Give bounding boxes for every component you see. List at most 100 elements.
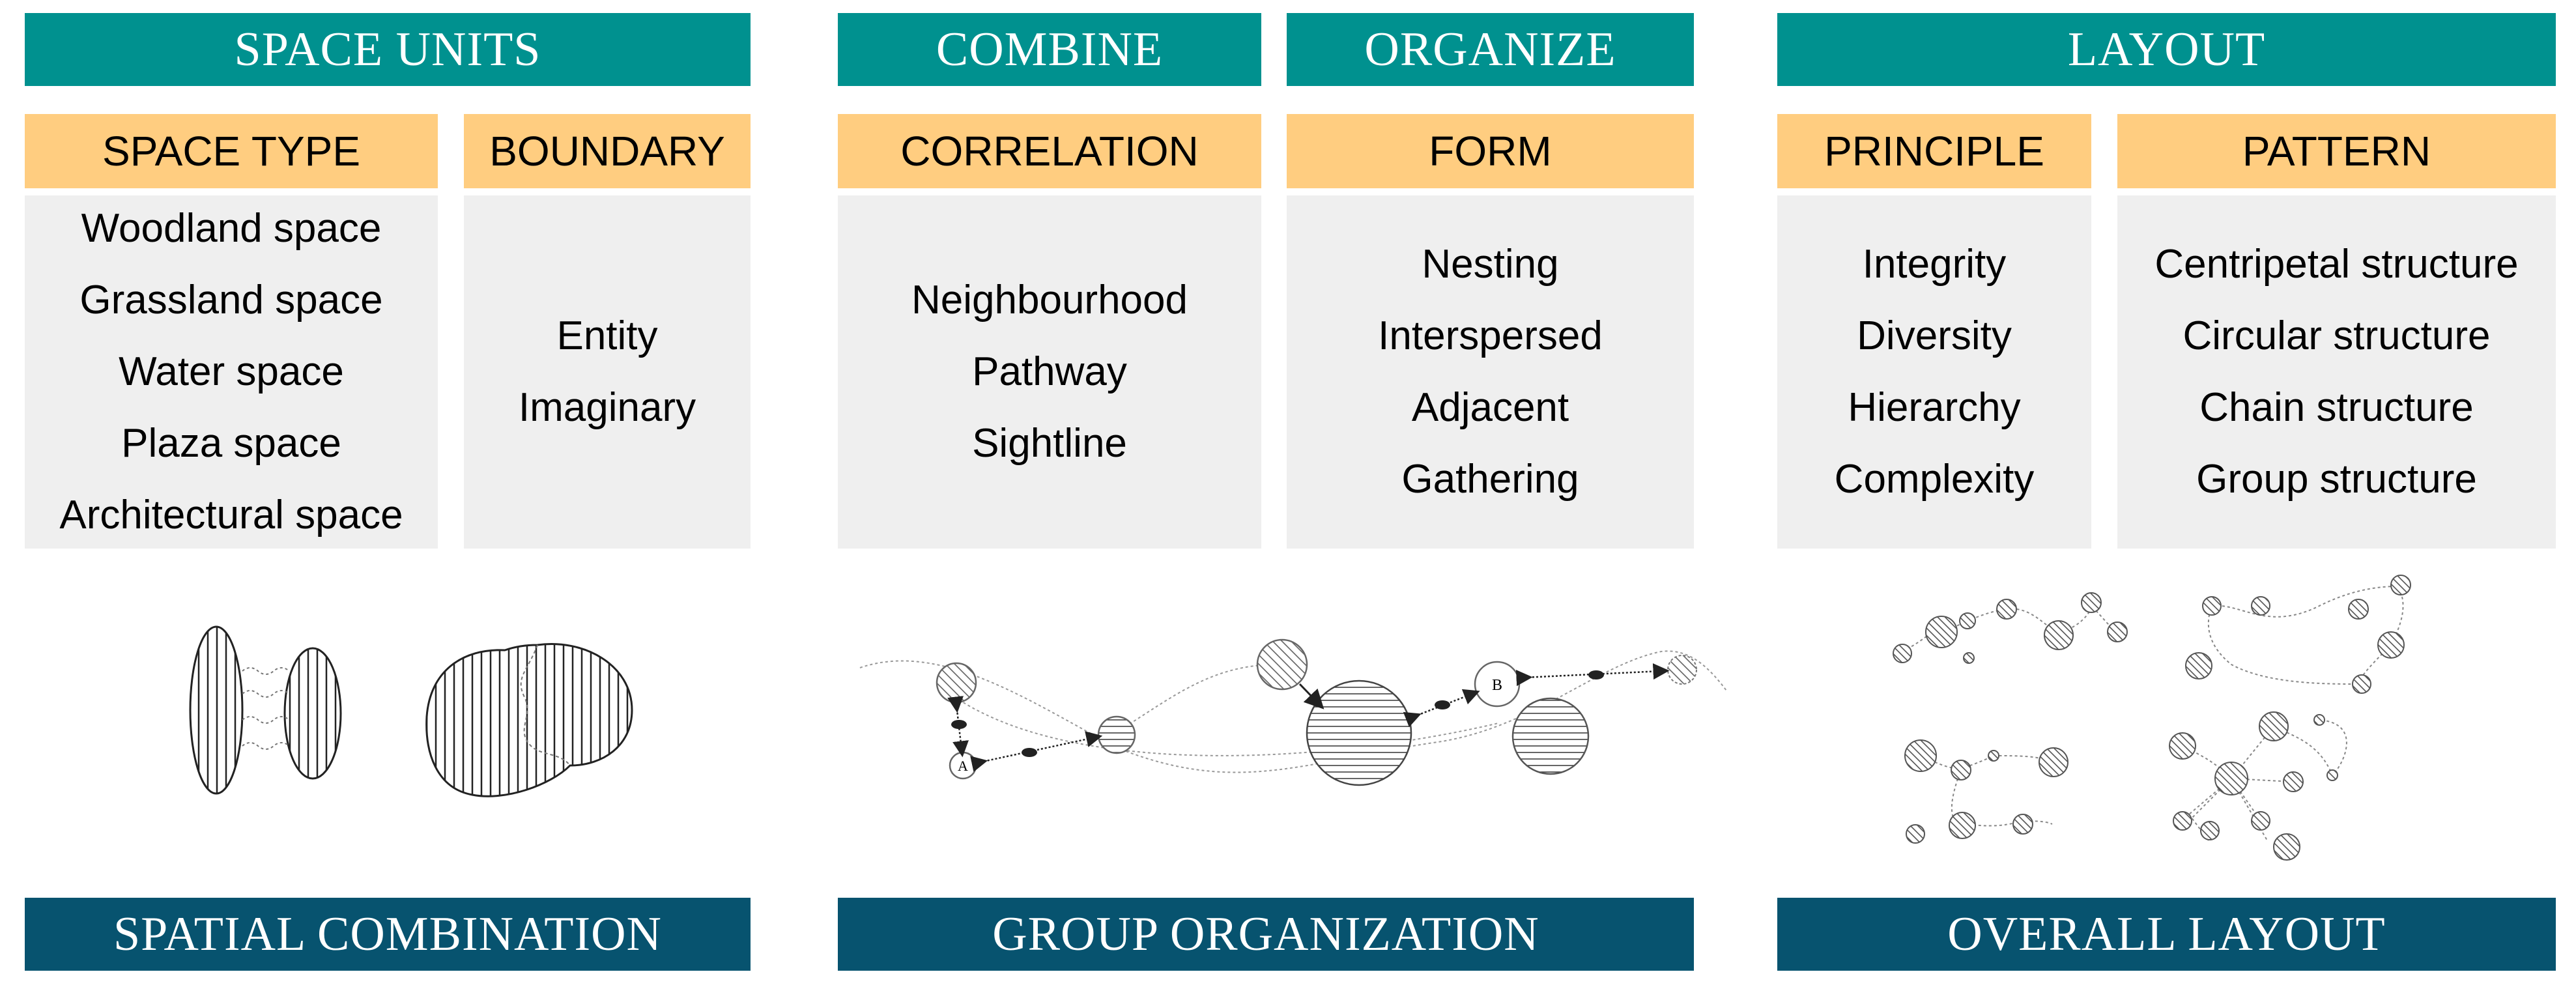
list-item: Adjacent: [1411, 385, 1569, 430]
sightline: [1515, 663, 1670, 687]
sightline: [970, 731, 1103, 772]
imaginary-link: [242, 667, 290, 750]
space-node: [2313, 714, 2325, 726]
list-item: Grassland space: [79, 278, 383, 322]
space-node: [1904, 739, 1937, 772]
list-item: Group structure: [2196, 457, 2477, 502]
space-node: [2039, 747, 2068, 777]
subheader-pattern: PATTERN: [2117, 114, 2556, 188]
space-node: [2200, 821, 2220, 840]
list-item: Imaginary: [518, 385, 696, 430]
space-node: [2173, 811, 2192, 831]
list-item: Gathering: [1401, 457, 1579, 502]
space-node: [2081, 592, 2102, 613]
subheader-principle: PRINCIPLE: [1777, 114, 2091, 188]
list-item: Plaza space: [121, 421, 341, 466]
space-node: [936, 662, 977, 704]
space-node: [1925, 616, 1958, 648]
list-item: Hierarchy: [1848, 385, 2021, 430]
list-item: Nesting: [1422, 242, 1559, 287]
space-node: [1306, 679, 1412, 786]
list-principle: Integrity Diversity Hierarchy Complexity: [1777, 195, 2091, 549]
group-pattern: [1904, 739, 2068, 844]
space-node: [2326, 769, 2338, 781]
eye-icon: [1588, 670, 1604, 679]
footer-group-organization: GROUP ORGANIZATION: [838, 898, 1694, 971]
list-item: Integrity: [1862, 242, 2007, 287]
space-node: [2251, 596, 2270, 616]
space-node: [1951, 760, 1971, 780]
space-node: [1511, 697, 1590, 775]
space-node: [1996, 599, 2017, 620]
list-item: Sightline: [972, 421, 1127, 466]
overlap-boundary: [520, 644, 571, 766]
subheader-space-type: SPACE TYPE: [25, 114, 438, 188]
space-node: [1988, 750, 1999, 762]
eye-icon: [951, 720, 967, 729]
pathway-curve: [859, 650, 1727, 773]
list-item: Complexity: [1834, 457, 2035, 502]
header-organize: ORGANIZE: [1287, 13, 1694, 86]
chain-pattern: [1893, 592, 2128, 664]
space-node: [2273, 833, 2300, 861]
space-node: [2169, 732, 2196, 760]
space-node: [2214, 762, 2248, 795]
list-item: Neighbourhood: [911, 278, 1188, 322]
space-node: [2012, 814, 2033, 835]
space-node: [1256, 638, 1308, 691]
list-item: Water space: [119, 349, 344, 394]
space-node: [1906, 824, 1925, 844]
space-node: [2185, 652, 2212, 679]
list-form: Nesting Interspersed Adjacent Gathering: [1287, 195, 1694, 549]
space-node: [1667, 655, 1697, 685]
list-item: Circular structure: [2182, 313, 2491, 358]
list-item: Diversity: [1857, 313, 2012, 358]
list-item: Woodland space: [81, 206, 382, 251]
list-item: Chain structure: [2199, 385, 2474, 430]
entity-boundary-shape-left: [189, 625, 244, 795]
space-node: [2352, 674, 2371, 694]
footer-overall-layout: OVERALL LAYOUT: [1777, 898, 2556, 971]
subheader-correlation: CORRELATION: [838, 114, 1261, 188]
list-pattern: Centripetal structure Circular structure…: [2117, 195, 2556, 549]
sightline: [1298, 683, 1324, 709]
list-space-type: Woodland space Grassland space Water spa…: [25, 195, 438, 549]
circular-pattern: [2185, 575, 2411, 694]
space-node: [2377, 631, 2405, 659]
list-item: Architectural space: [59, 493, 403, 537]
overall-layout-illustration: [1893, 575, 2411, 861]
merged-space-shape: [425, 643, 633, 797]
space-node: [1097, 715, 1136, 754]
space-node: [2259, 711, 2289, 741]
space-node: [2283, 771, 2304, 792]
header-combine: COMBINE: [838, 13, 1261, 86]
list-item: Centripetal structure: [2154, 242, 2519, 287]
eye-icon: [1022, 748, 1037, 757]
list-item: Interspersed: [1378, 313, 1603, 358]
pathway-curve: [937, 683, 1499, 756]
space-node: [2107, 622, 2128, 642]
entity-boundary-shape-right: [283, 647, 342, 780]
space-node: [2202, 596, 2222, 616]
centripetal-pattern: [2169, 711, 2347, 861]
point-a-label: A: [958, 758, 968, 774]
eye-icon: [1435, 700, 1450, 709]
space-node: [1959, 612, 1976, 629]
space-node: [2390, 575, 2411, 595]
pathway-curve: [1120, 664, 1278, 730]
space-node: [1893, 644, 1912, 663]
spatial-combination-illustration: [189, 625, 633, 797]
list-correlation: Neighbourhood Pathway Sightline: [838, 195, 1261, 549]
list-item: Pathway: [972, 349, 1127, 394]
list-item: Entity: [556, 313, 658, 358]
footer-spatial-combination: SPATIAL COMBINATION: [25, 898, 751, 971]
space-node: [1949, 812, 1976, 839]
point-b-label: B: [1492, 677, 1502, 694]
space-node: [1963, 652, 1975, 664]
subheader-form: FORM: [1287, 114, 1694, 188]
space-node: [2251, 811, 2270, 831]
space-node: [2348, 599, 2369, 620]
list-boundary: Entity Imaginary: [464, 195, 751, 549]
space-node: [2044, 620, 2074, 650]
header-space-units: SPACE UNITS: [25, 13, 751, 86]
